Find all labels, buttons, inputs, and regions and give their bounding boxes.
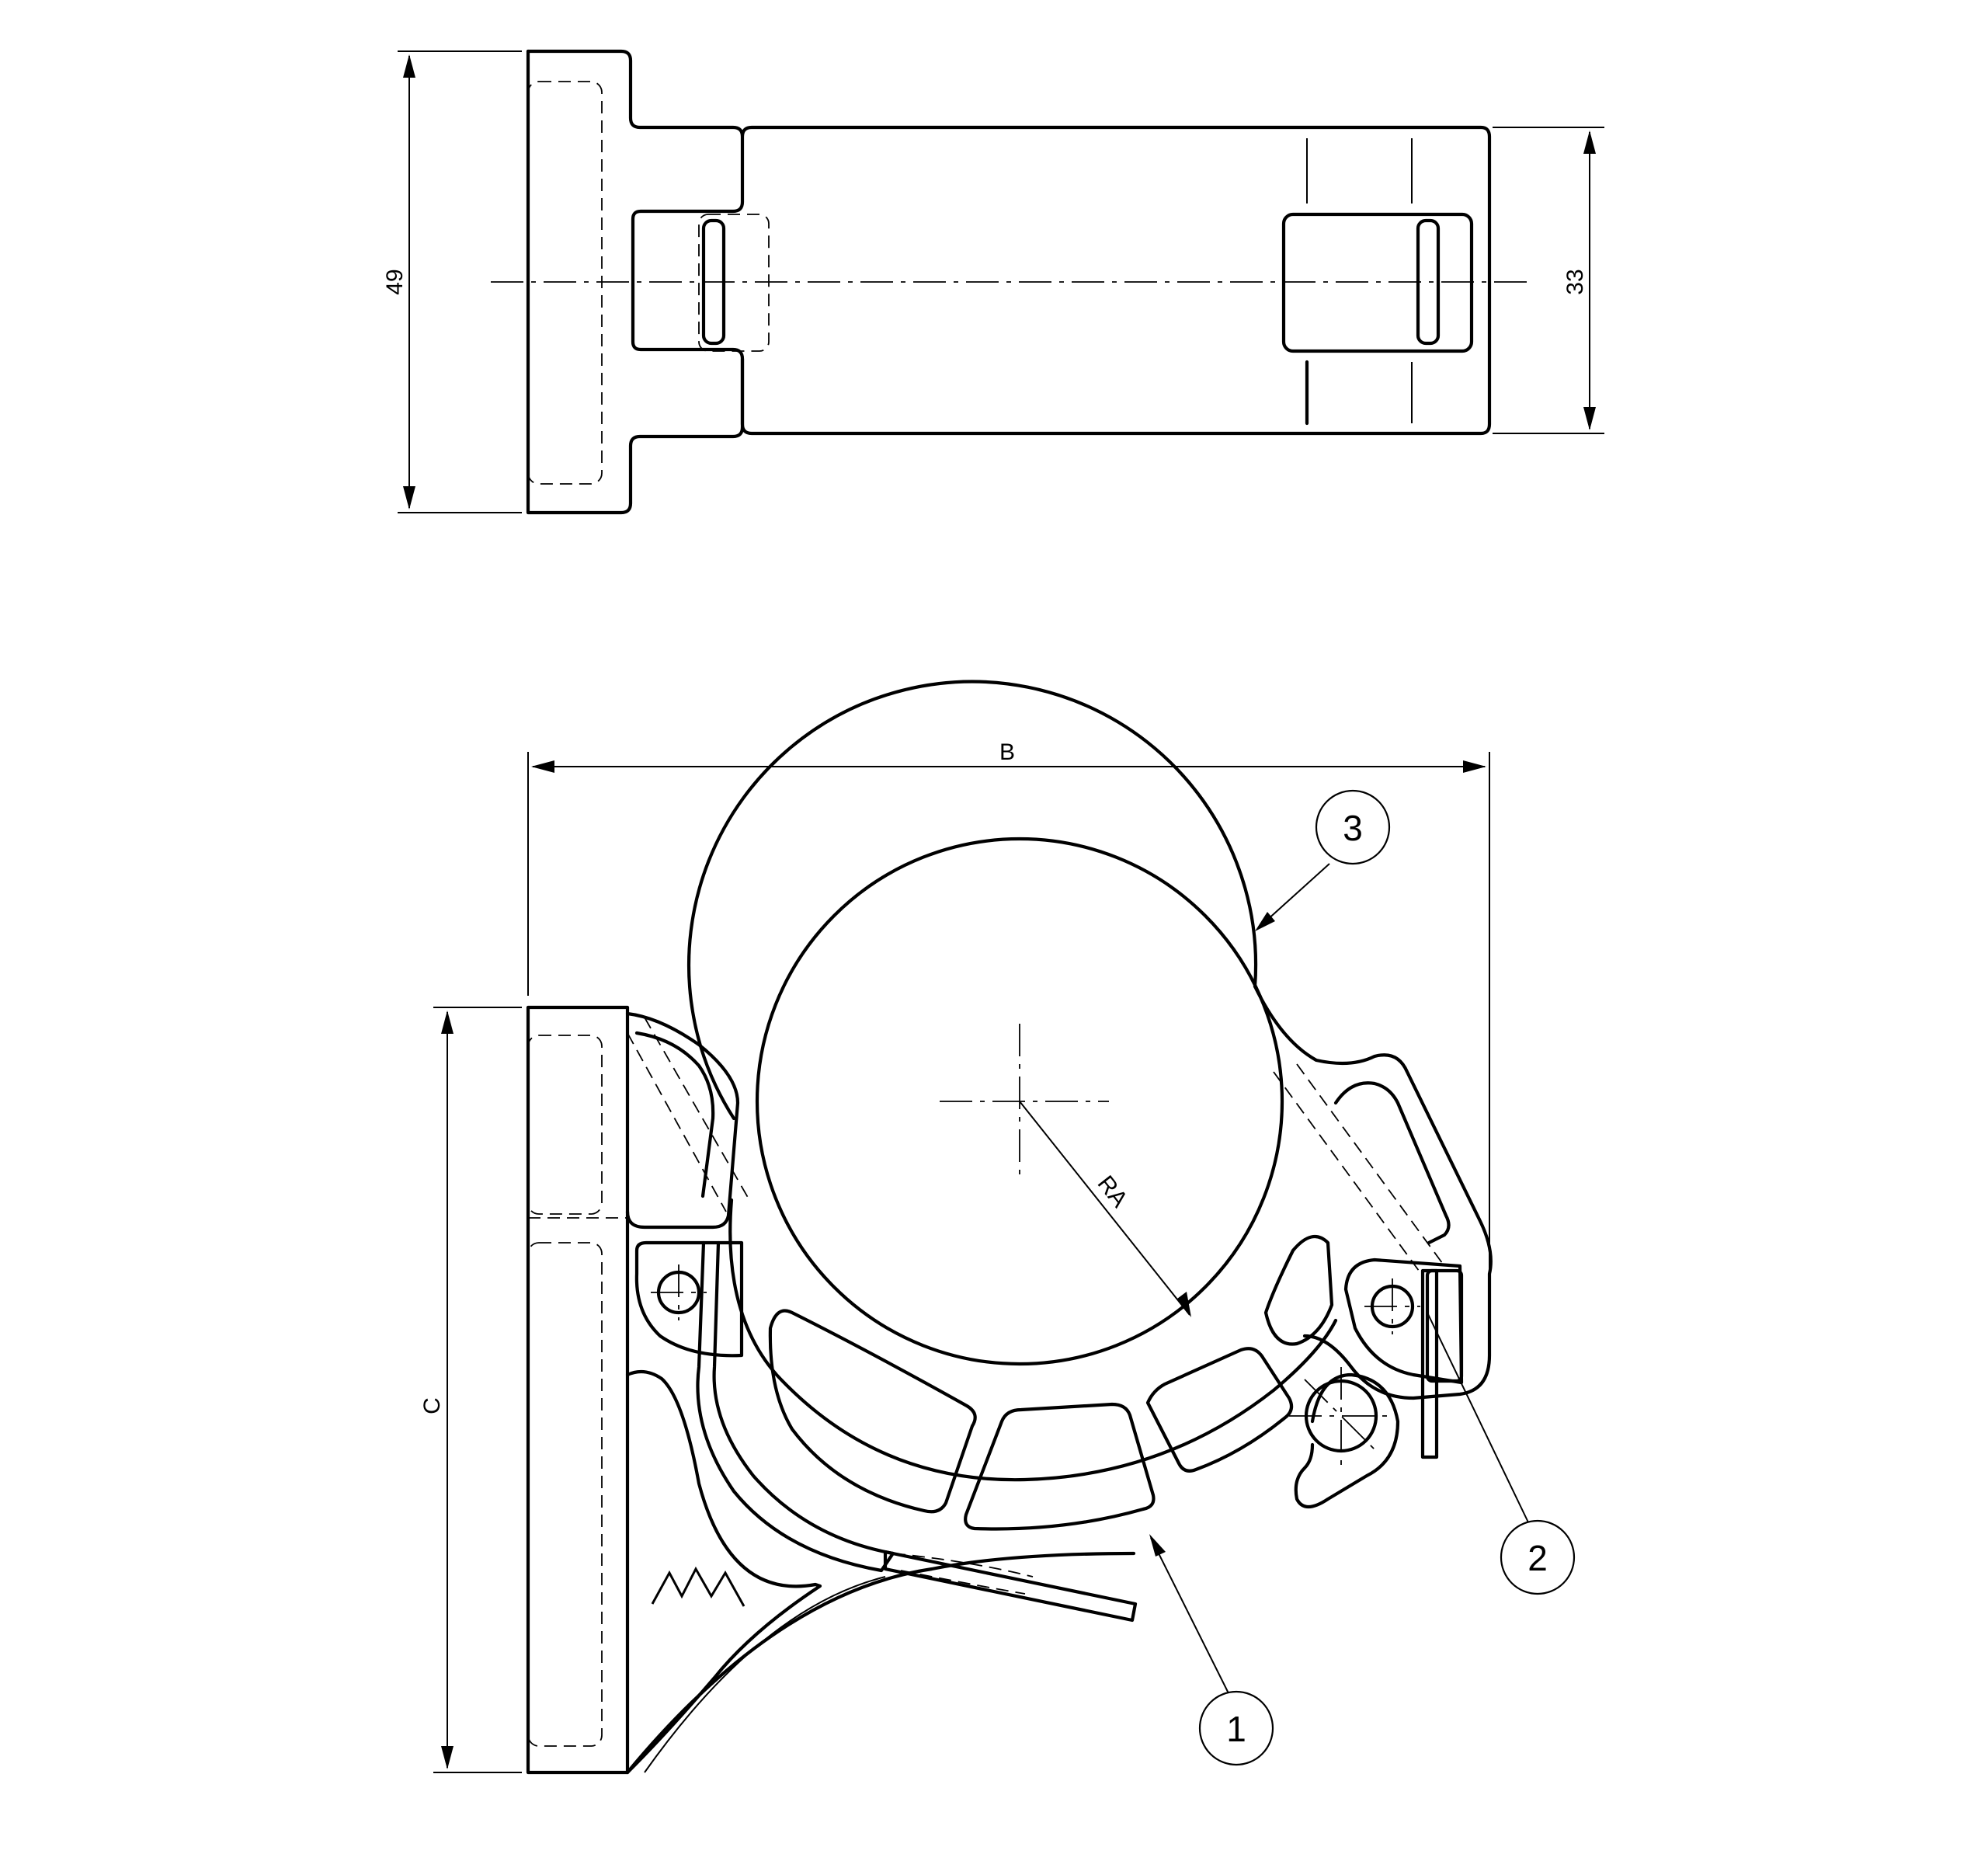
front-view-strap-tail [883, 1550, 1138, 1623]
manufacturer-logo [651, 1566, 746, 1607]
dim-arrow [441, 1746, 454, 1769]
front-view-strap-left [696, 1240, 895, 1573]
dim-33-label: 33 [1562, 269, 1588, 294]
front-view-base-plate [526, 1005, 630, 1775]
front-view-right-clip [1343, 1257, 1464, 1385]
dim-arrow [1583, 407, 1596, 430]
dim-b-label: B [999, 739, 1015, 765]
front-view-saddle-outer [728, 1198, 1338, 1482]
front-view-rib-window-3 [1145, 1347, 1294, 1473]
dim-arrow [1463, 760, 1486, 773]
top-view: 49 33 [382, 49, 1604, 515]
top-view-hidden-window [698, 214, 770, 352]
callout-3-label: 3 [1343, 808, 1363, 848]
dim-arrow [1583, 130, 1596, 154]
front-view-left-upper-arm [625, 1011, 740, 1230]
front-view-rib-window-2 [964, 1402, 1156, 1531]
front-view-clamp-ring-outer [686, 680, 1258, 1121]
front-view-boss [1294, 1372, 1400, 1509]
callout-1: 1 [1149, 1534, 1274, 1766]
front-view-boss-centerline [1304, 1379, 1378, 1453]
front-view-hidden-pocket-top [527, 1035, 603, 1215]
dim-ra-label: RA [1093, 1171, 1133, 1212]
front-view-right-hook-outer [1253, 984, 1493, 1400]
top-view-hidden-pocket [527, 81, 603, 485]
dim-arrow [1177, 1292, 1191, 1317]
front-view-right-pin [1420, 1268, 1439, 1459]
front-view-right-hook-inner [1333, 1081, 1451, 1245]
callout-2-label: 2 [1527, 1538, 1548, 1578]
dim-arrow [403, 486, 415, 510]
dim-arrow [531, 760, 554, 773]
front-view-hidden-pocket-bottom [527, 1242, 603, 1747]
top-view-outline [526, 49, 1492, 436]
front-view-right-web [1263, 1234, 1334, 1346]
front-view-gusset-arm [625, 1369, 822, 1775]
top-view-flange [526, 49, 745, 515]
front-view-rib-window-1 [768, 1309, 977, 1514]
callout-1-label: 1 [1226, 1709, 1246, 1749]
front-view: B C [419, 680, 1493, 1775]
dim-ra-line [1019, 1101, 1190, 1316]
dim-arrow [441, 1011, 454, 1034]
front-view-hidden-band [627, 1017, 1445, 1275]
callout-2: 2 [1427, 1312, 1576, 1595]
dim-49-label: 49 [382, 269, 408, 294]
front-view-gusset-edge [644, 1576, 886, 1773]
front-view-clamp-ring-inner [755, 837, 1284, 1366]
front-view-right-clip-tab [1425, 1268, 1464, 1383]
dim-c-label: C [419, 1397, 445, 1414]
callout-3: 3 [1255, 789, 1391, 931]
dim-arrow [403, 54, 415, 78]
front-view-strap-hidden [892, 1553, 1034, 1595]
top-view-clip-block [1281, 212, 1474, 353]
front-view-left-clip [634, 1240, 744, 1358]
front-view-left-upper-arm-inner [634, 1031, 715, 1198]
